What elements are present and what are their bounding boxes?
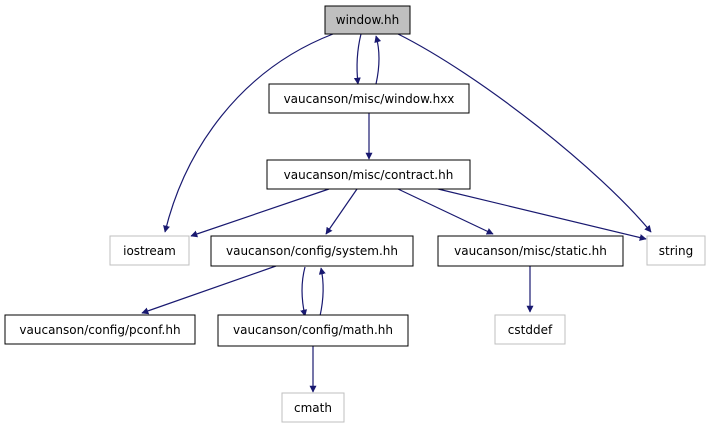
node-window-hxx[interactable]: vaucanson/misc/window.hxx <box>268 83 470 114</box>
edge-math-hh-to-system-hh <box>318 267 326 317</box>
edge-system-hh-to-math-hh <box>300 266 308 317</box>
node-label: cmath <box>294 401 332 415</box>
node-string[interactable]: string <box>646 235 706 266</box>
edge-contract-hh-to-system-hh <box>325 188 358 235</box>
edge-contract-hh-to-iostream <box>190 188 330 238</box>
node-label: window.hh <box>336 13 399 27</box>
node-system-hh[interactable]: vaucanson/config/system.hh <box>210 235 414 267</box>
node-cstddef[interactable]: cstddef <box>494 314 566 345</box>
node-label: vaucanson/config/math.hh <box>233 323 393 337</box>
node-label: vaucanson/misc/static.hh <box>454 244 607 258</box>
edge-window-hxx-to-window-hh <box>374 35 382 85</box>
node-iostream[interactable]: iostream <box>109 235 190 266</box>
edge-contract-hh-to-static-hh <box>397 188 494 235</box>
node-window-hh[interactable]: window.hh <box>324 5 411 35</box>
node-label: string <box>659 244 693 258</box>
node-label: vaucanson/config/system.hh <box>226 244 398 258</box>
edge-window-hh-to-iostream <box>163 33 334 233</box>
edge-window-hh-to-string <box>397 33 652 233</box>
edge-contract-hh-to-string <box>437 188 647 241</box>
node-contract-hh[interactable]: vaucanson/misc/contract.hh <box>266 159 471 190</box>
edge-window-hh-to-window-hxx <box>353 33 362 85</box>
node-static-hh[interactable]: vaucanson/misc/static.hh <box>437 235 624 267</box>
node-math-hh[interactable]: vaucanson/config/math.hh <box>217 314 409 347</box>
node-pconf-hh[interactable]: vaucanson/config/pconf.hh <box>4 314 196 345</box>
edge-system-hh-to-pconf-hh <box>141 265 277 315</box>
node-cmath[interactable]: cmath <box>281 392 345 423</box>
node-label: iostream <box>123 244 176 258</box>
node-label: vaucanson/config/pconf.hh <box>19 323 180 337</box>
node-label: vaucanson/misc/window.hxx <box>284 92 455 106</box>
node-label: cstddef <box>508 323 553 337</box>
node-label: vaucanson/misc/contract.hh <box>284 168 454 182</box>
